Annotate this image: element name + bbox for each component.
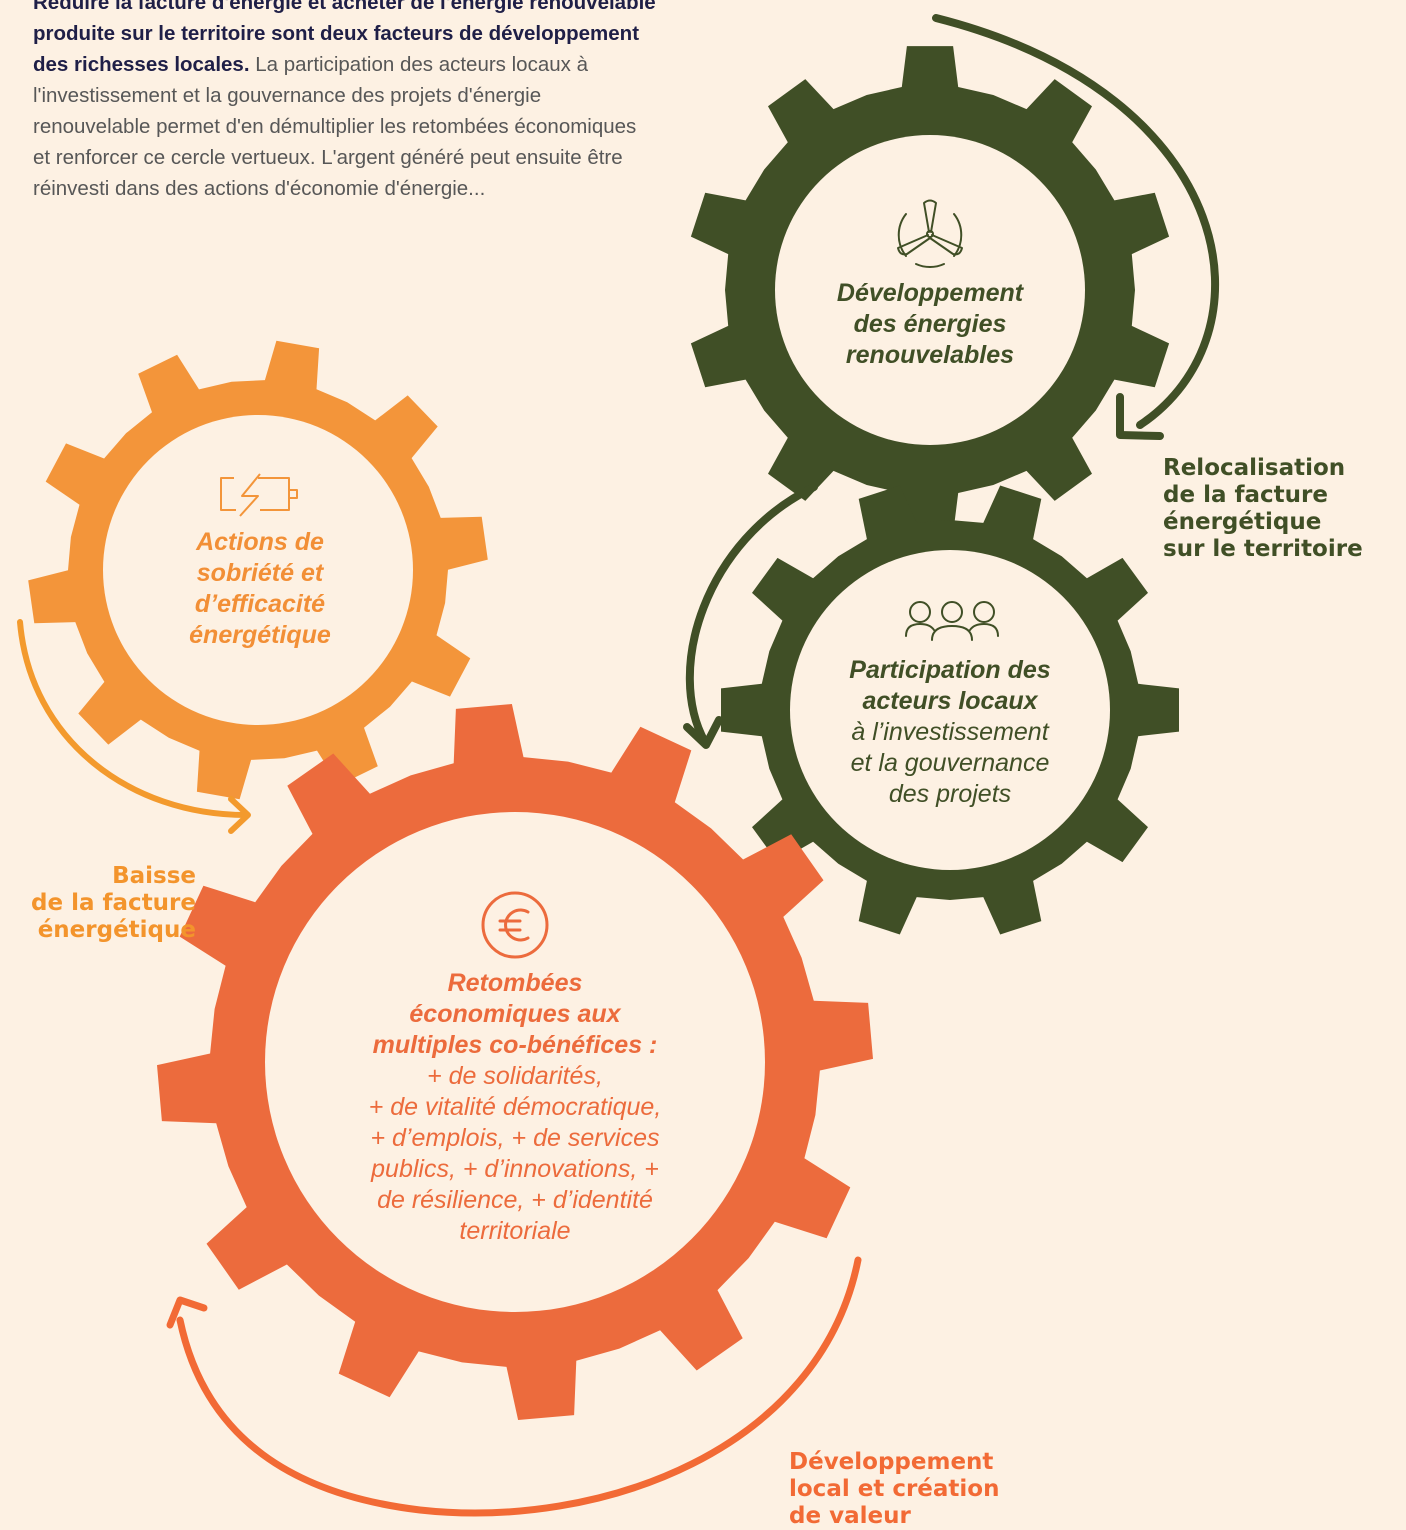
gear-sobriety-hub	[103, 415, 413, 725]
gear-economic-title-line: Retombées	[447, 969, 583, 997]
label-developpement: Développement local et création de valeu…	[789, 1449, 1000, 1529]
gear-economic-title-line: multiples co-bénéfices :	[372, 1031, 658, 1059]
gear-participation-text: Participation des acteurs locaux à l’inv…	[805, 655, 1095, 810]
intro-body: La participation des acteurs locaux à l'…	[33, 53, 637, 200]
wind-turbine-icon	[897, 199, 963, 269]
arrow-baisse	[17, 619, 251, 834]
intro-lead: Réduire la facture d'énergie et acheter …	[33, 0, 656, 76]
intro-paragraph: Réduire la facture d'énergie et acheter …	[33, 0, 658, 204]
gear-sobriety	[28, 340, 488, 800]
gear-renewables-text: Développement des énergies renouvelables	[790, 278, 1070, 371]
gear-economic-sub-line: + de solidarités,	[427, 1062, 603, 1090]
gear-sobriety-title-line: d’efficacité	[194, 590, 326, 618]
arrow-relocalisation	[932, 14, 1220, 440]
gear-participation-sub-line: des projets	[888, 780, 1012, 808]
gear-economic	[157, 704, 873, 1420]
arrow-green-left	[683, 483, 818, 749]
gear-sobriety-title-line: énergétique	[189, 621, 331, 649]
gear-participation-sub-line: à l’investissement	[851, 718, 1049, 746]
euro-icon	[481, 891, 549, 959]
gear-economic-text: Retombées économiques aux multiples co-b…	[335, 968, 695, 1247]
gear-renewables-title-line: renouvelables	[845, 341, 1015, 369]
arrow-developpement	[166, 1256, 862, 1517]
gear-economic-hub	[265, 812, 765, 1312]
gear-renewables-title-line: des énergies	[853, 310, 1007, 338]
people-group-icon	[905, 601, 999, 641]
gear-renewables-title-line: Développement	[836, 279, 1024, 307]
gear-participation-hub	[790, 550, 1110, 870]
gear-sobriety-title-line: sobriété et	[196, 559, 324, 587]
gear-economic-sub-line: publics, + d’innovations, +	[371, 1155, 659, 1183]
gear-participation-sub-line: et la gouvernance	[850, 749, 1050, 777]
gear-participation-title-line: acteurs locaux	[862, 687, 1038, 715]
gear-economic-sub-line: territoriale	[459, 1217, 571, 1245]
gear-economic-sub-line: + d’emplois, + de services	[370, 1124, 660, 1152]
label-relocalisation: Relocalisation de la facture énergétique…	[1163, 455, 1363, 562]
gear-economic-title-line: économiques aux	[409, 1000, 621, 1028]
battery-charge-icon	[220, 473, 298, 517]
gear-economic-sub-line: de résilience, + d’identité	[377, 1186, 653, 1214]
gear-sobriety-title-line: Actions de	[196, 528, 324, 556]
gear-sobriety-text: Actions de sobriété et d’efficacité éner…	[130, 527, 390, 651]
gear-economic-sub-line: + de vitalité démocratique,	[368, 1093, 662, 1121]
gear-renewables	[690, 46, 1170, 534]
gear-renewables-hub	[775, 135, 1085, 445]
gear-participation	[721, 485, 1179, 935]
label-baisse: Baisse de la facture énergétique	[31, 863, 196, 943]
gear-participation-title-line: Participation des	[849, 656, 1051, 684]
